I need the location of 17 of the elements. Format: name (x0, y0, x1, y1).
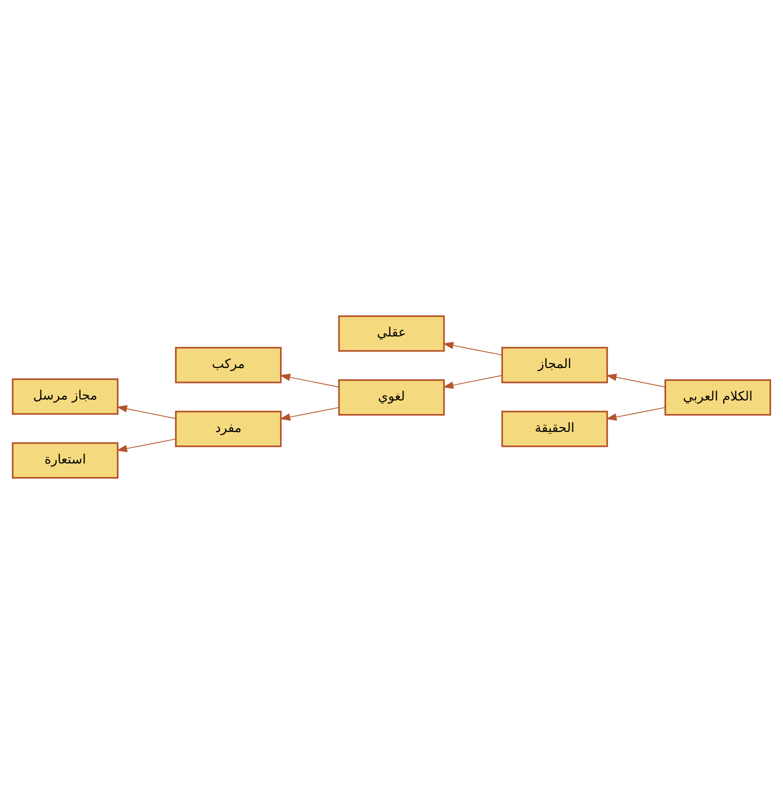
arrow (442, 341, 502, 355)
arrow (442, 374, 502, 388)
node-box: استعارة (12, 442, 118, 478)
arrow (280, 373, 340, 387)
node-box: عقلي (338, 314, 445, 352)
arrow (606, 406, 666, 420)
arrow (116, 404, 176, 418)
node-box: المجاز (501, 346, 608, 383)
arrow (606, 373, 666, 387)
node-box: الكلام العربي (664, 378, 772, 416)
node-box: الحقيقة (501, 410, 608, 447)
node-box: لغوي (338, 378, 445, 416)
node-box: مجاز مرسل (12, 378, 118, 414)
node-box: مفرد (175, 410, 282, 447)
arrow (116, 438, 176, 452)
arrow (280, 406, 340, 420)
node-box: مركب (175, 346, 282, 383)
